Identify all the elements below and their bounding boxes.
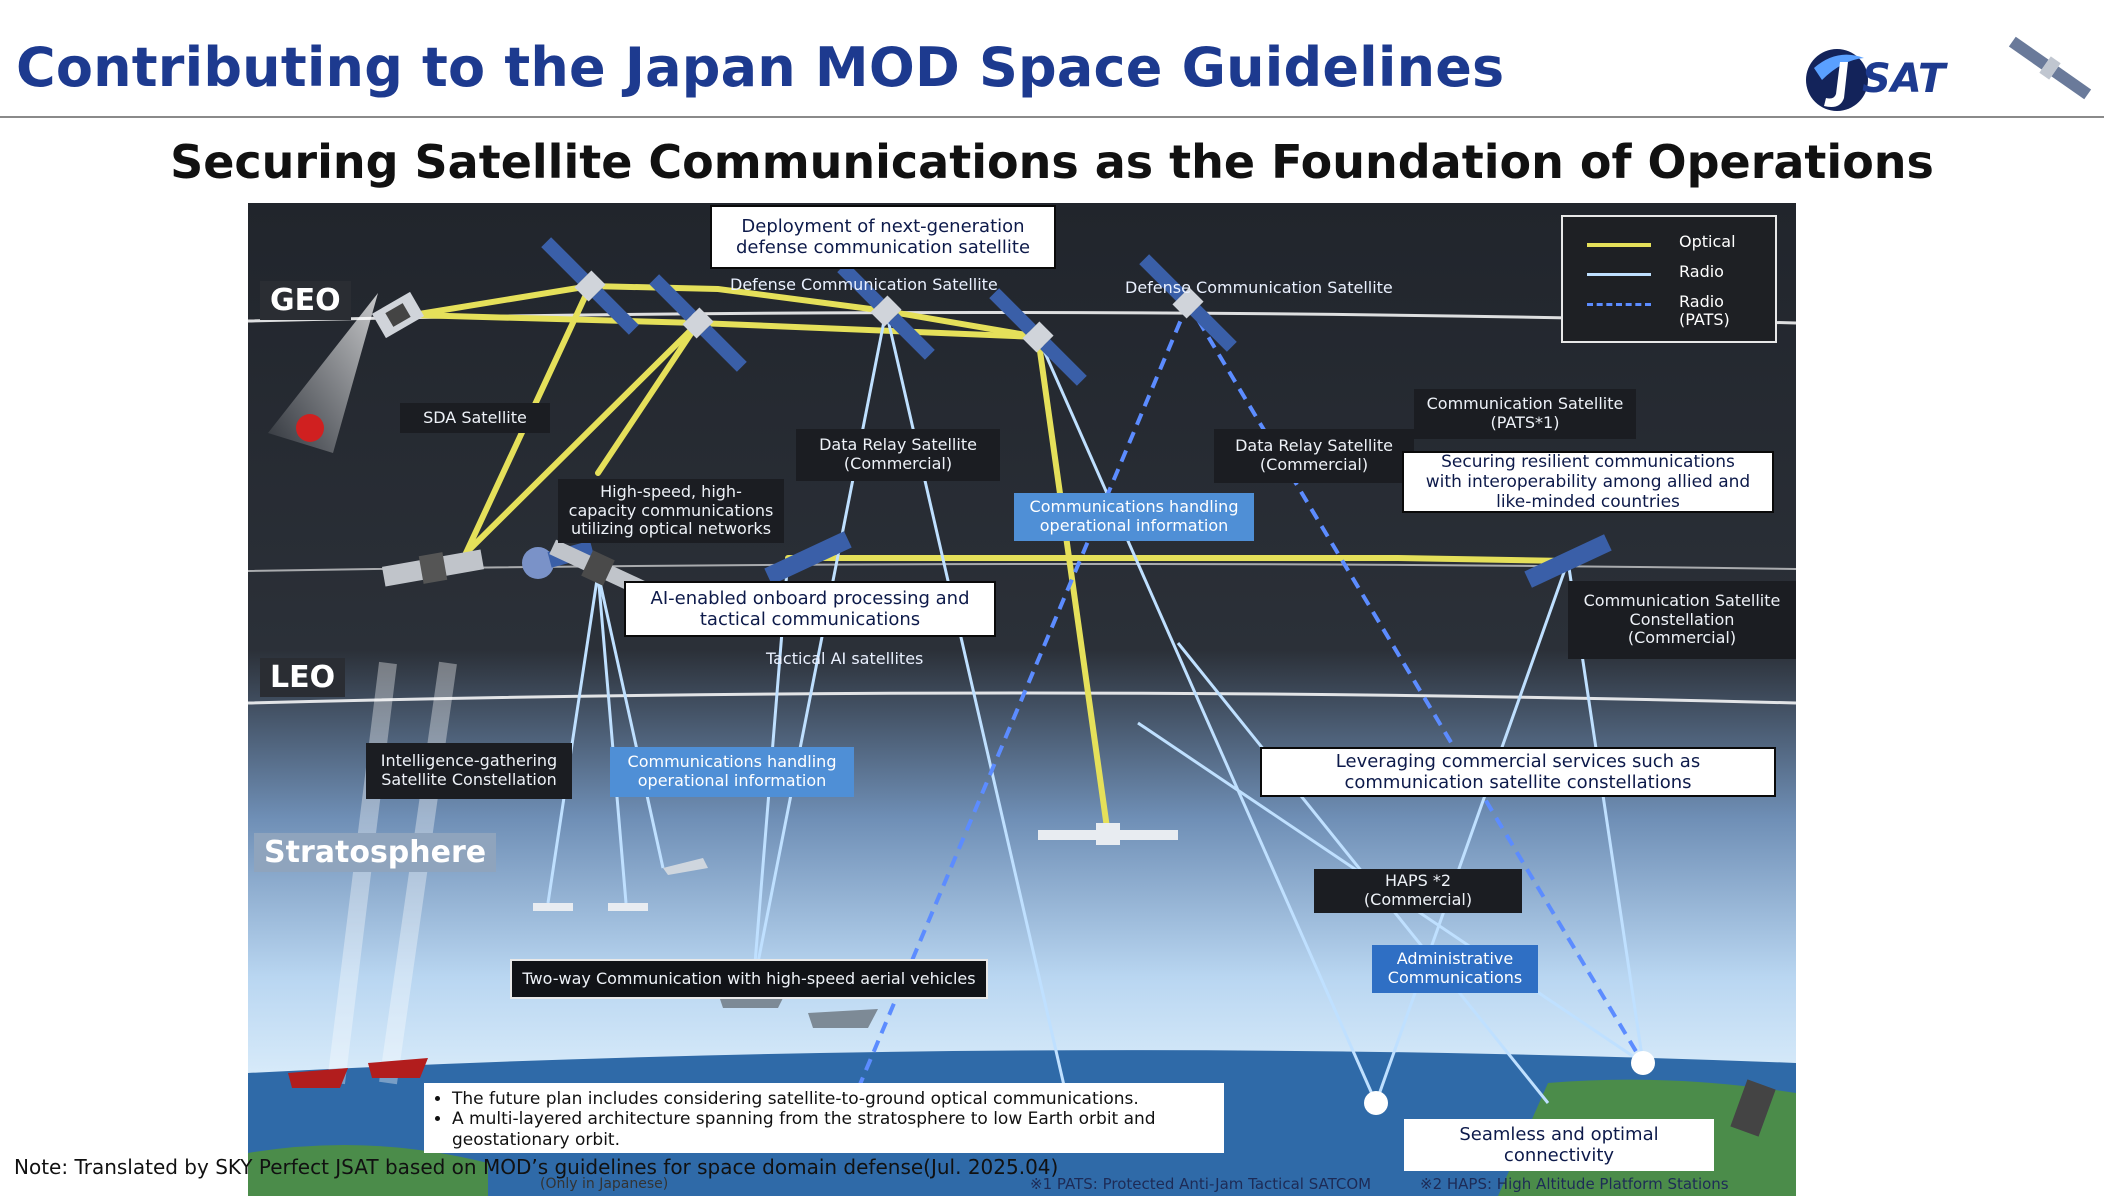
geo-sda-satellite-shape <box>371 291 425 339</box>
label-high-speed: High-speed, high- capacity communication… <box>558 479 784 543</box>
label-comm-sat-pats: Communication Satellite (PATS*1) <box>1414 389 1636 439</box>
leo-constellation-satellite-2-shape <box>1524 534 1612 588</box>
haps-aircraft-shape <box>1038 823 1178 845</box>
geo-relay-satellite-1-shape <box>649 274 747 372</box>
legend-pats-label: Radio (PATS) <box>1679 292 1730 330</box>
aerial-vehicles-shape <box>533 858 708 911</box>
legend-radio-swatch <box>1587 273 1651 276</box>
layer-label-geo: GEO <box>260 281 351 320</box>
footnote-haps: ※2 HAPS: High Altitude Platform Stations <box>1420 1175 1729 1193</box>
layer-label-stratosphere: Stratosphere <box>254 833 497 872</box>
footnote-pats: ※1 PATS: Protected Anti-Jam Tactical SAT… <box>1030 1175 1372 1193</box>
architecture-diagram: GEO LEO Stratosphere Optical Radio Radio… <box>248 203 1796 1196</box>
label-ops-info-lower: Communications handling operational info… <box>610 747 854 797</box>
label-defense-sat-2: Defense Communication Satellite <box>1125 278 1393 297</box>
callout-commercial-services: Leveraging commercial services such as c… <box>1260 747 1776 797</box>
leo-tactical-ai-satellite-shape <box>549 539 647 597</box>
diagram-subtitle: Securing Satellite Communications as the… <box>170 135 1934 189</box>
legend-optical-swatch <box>1587 243 1651 247</box>
label-comm-constellation: Communication Satellite Constellation (C… <box>1568 581 1796 659</box>
page-title: Contributing to the Japan MOD Space Guid… <box>16 36 1505 99</box>
label-admin: Administrative Communications <box>1372 945 1538 993</box>
geo-defense-satellite-1-shape <box>541 237 639 335</box>
callout-resilient: Securing resilient communications with i… <box>1402 451 1774 513</box>
jsat-logo: SAT <box>1806 36 2092 111</box>
notes-box: The future plan includes considering sat… <box>424 1083 1224 1153</box>
optical-links <box>410 282 1571 838</box>
ground-stations-shape <box>1364 1051 1776 1137</box>
legend-pats-swatch <box>1587 303 1651 306</box>
callout-ai-processing: AI-enabled onboard processing and tactic… <box>624 581 996 637</box>
geo-relay-satellite-2-shape <box>989 288 1087 386</box>
label-sda-sat: SDA Satellite <box>400 403 550 433</box>
label-data-relay-2: Data Relay Satellite (Commercial) <box>1214 429 1414 483</box>
callout-seamless: Seamless and optimal connectivity <box>1404 1119 1714 1171</box>
legend-radio-label: Radio <box>1679 262 1724 281</box>
geo-defense-satellite-2-shape <box>837 262 935 360</box>
note-item: The future plan includes considering sat… <box>452 1089 1214 1109</box>
note-item: A multi-layered architecture spanning fr… <box>452 1109 1214 1150</box>
diagram-background <box>248 203 1796 1196</box>
legend-optical-label: Optical <box>1679 232 1736 251</box>
header-divider <box>0 116 2104 118</box>
legend: Optical Radio Radio (PATS) <box>1561 215 1777 343</box>
label-defense-sat-1: Defense Communication Satellite <box>730 275 998 294</box>
label-haps: HAPS *2 (Commercial) <box>1314 869 1522 913</box>
label-data-relay-1: Data Relay Satellite (Commercial) <box>796 429 1000 481</box>
translation-sub-note: (Only in Japanese) <box>540 1176 669 1192</box>
translation-note: Note: Translated by SKY Perfect JSAT bas… <box>14 1155 1059 1179</box>
callout-two-way: Two-way Communication with high-speed ae… <box>510 959 988 999</box>
layer-label-leo: LEO <box>260 658 346 697</box>
leo-intel-satellite-shape <box>382 549 484 587</box>
label-ops-info-upper: Communications handling operational info… <box>1014 493 1254 541</box>
label-tactical-ai: Tactical AI satellites <box>766 649 924 668</box>
geo-pats-satellite-shape <box>1139 254 1237 352</box>
svg-text:SAT: SAT <box>1862 56 1948 102</box>
callout-next-gen: Deployment of next-generation defense co… <box>710 205 1056 269</box>
leo-constellation-satellite-1-shape <box>764 531 852 585</box>
label-intel-constellation: Intelligence-gathering Satellite Constel… <box>366 743 572 799</box>
